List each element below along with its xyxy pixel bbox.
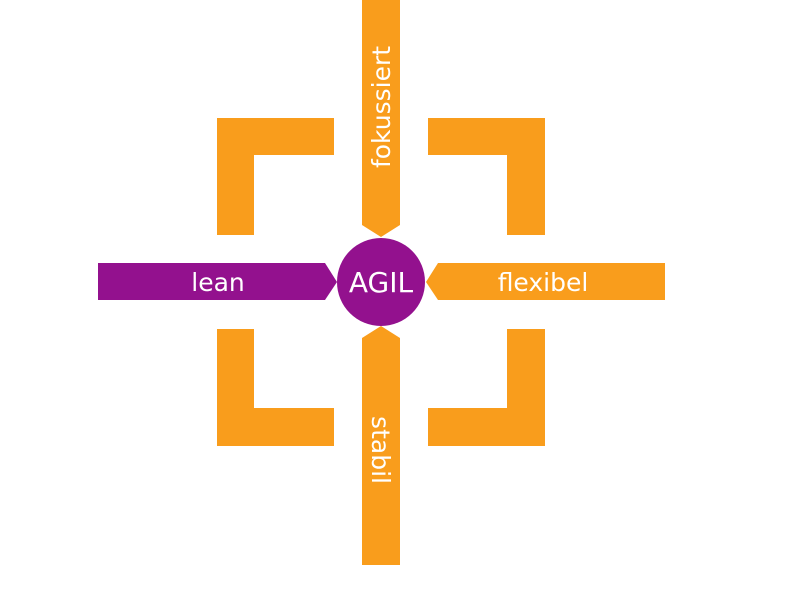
corner-bracket-bottom-left xyxy=(217,329,334,446)
arm-right-label: flexibel xyxy=(498,268,589,297)
center-circle xyxy=(337,238,425,326)
corner-bracket-top-right xyxy=(428,118,545,235)
corner-brackets xyxy=(217,118,545,446)
arm-left-arrow xyxy=(98,263,337,300)
arm-left-label: lean xyxy=(191,268,245,297)
arm-bottom-label: stabil xyxy=(366,416,395,484)
corner-bracket-bottom-right xyxy=(428,329,545,446)
center-label: AGIL xyxy=(349,266,414,299)
arm-top-label: fokussiert xyxy=(367,46,396,168)
corner-bracket-top-left xyxy=(217,118,334,235)
arm-right-arrow xyxy=(426,263,665,300)
arm-top-arrow xyxy=(362,0,400,237)
arm-bottom-arrow xyxy=(362,326,400,565)
